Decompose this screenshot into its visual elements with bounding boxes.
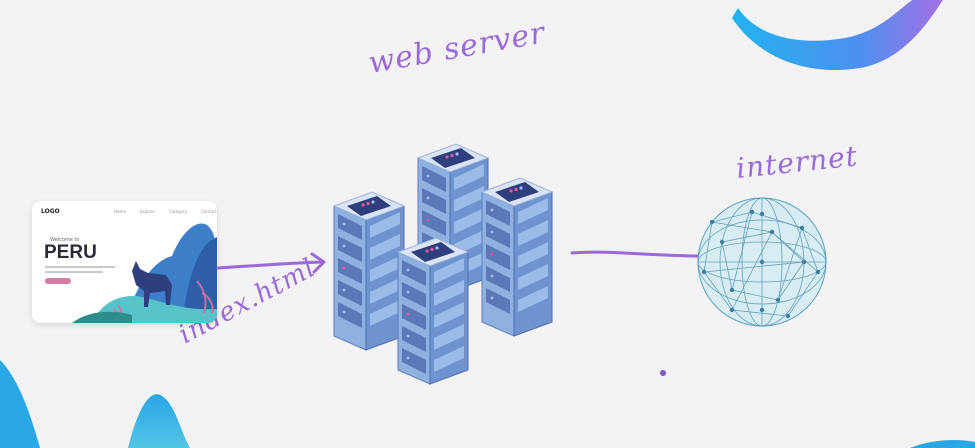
webpage-nav: Home Explore Category Contact [114,209,217,214]
server-rack [396,237,470,385]
webpage-thumbnail: LOGO Home Explore Category Contact Welco… [32,201,217,323]
server-rack [480,177,554,337]
dot [660,370,666,376]
bottom-left-wave [0,360,40,448]
bottom-hill [128,394,190,448]
webpage-illustration [72,223,217,323]
webpage-text-line [45,271,103,273]
webpage-logo: LOGO [41,208,60,215]
webpage-nav-item: Home [114,209,126,214]
globe-icon [697,197,827,327]
webpage-text-line [45,266,115,268]
line-to-internet [570,250,702,258]
webpage-nav-item: Contact [201,209,217,214]
top-right-ribbon [732,0,943,70]
arrow-head [310,252,326,274]
bottom-right-wave [910,440,975,448]
arrow-to-server [216,260,324,270]
server-rack [332,191,406,351]
webpage-nav-item: Explore [139,209,155,214]
webpage-welcome: Welcome to [50,237,80,243]
webpage-title: PERU [44,242,97,263]
webpage-nav-item: Category [168,209,188,214]
webpage-button [45,278,71,284]
